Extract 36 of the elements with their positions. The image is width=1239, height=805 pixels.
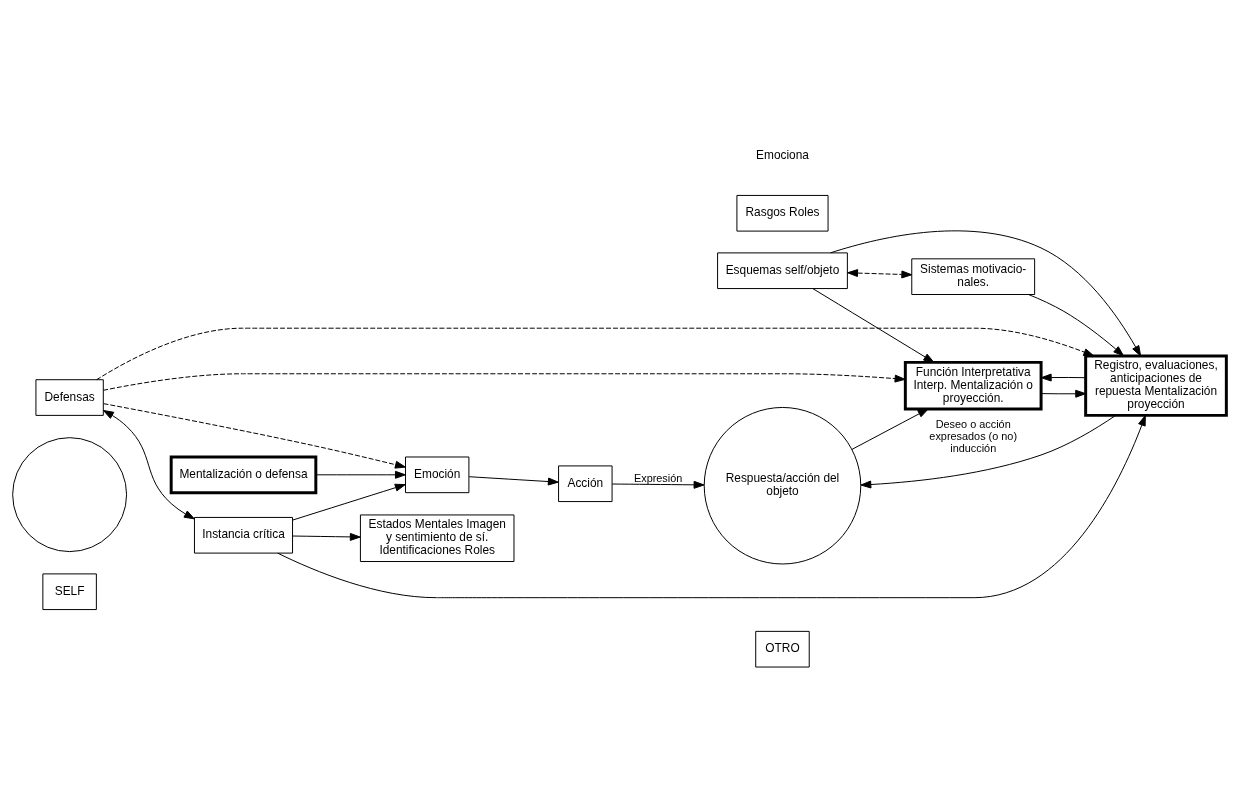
- node-box: Rasgos Roles: [736, 194, 829, 232]
- edge-label: Deseo o acción expresados (o no) inducción: [929, 418, 1018, 454]
- node-box: Emoción: [405, 456, 470, 494]
- arrow: [1040, 373, 1087, 382]
- arrow: [611, 480, 705, 489]
- node-box: Mentalización o defensa: [169, 455, 318, 495]
- label: Emociona: [756, 147, 809, 162]
- arrow: [1040, 389, 1087, 398]
- arrow: [830, 230, 1142, 357]
- arrow: [102, 373, 906, 391]
- node-box: Estados Mentales Imagen y sentimiento de sí. Identificaciones Roles: [359, 514, 515, 562]
- arrow: [851, 408, 929, 450]
- edge-label: Expresión: [633, 471, 683, 484]
- arrow: [860, 415, 1116, 489]
- arrow: [277, 415, 1146, 599]
- arrow: [292, 532, 361, 541]
- node-box: OTRO: [755, 630, 810, 668]
- node-box: SELF: [42, 573, 97, 611]
- arrow: [102, 409, 195, 520]
- node-circle: Respuesta/acción del objeto: [703, 406, 862, 565]
- arrow: [1028, 294, 1125, 357]
- arrow: [847, 269, 913, 279]
- arrow: [812, 288, 935, 363]
- arrow: [96, 327, 1095, 381]
- arrow: [315, 470, 406, 479]
- node-box: Sistemas motivacio- nales.: [911, 258, 1036, 295]
- node-box: Instancia crítica: [193, 516, 294, 554]
- arrow: [468, 476, 559, 486]
- node-circle: [12, 437, 128, 553]
- arrow: [292, 483, 406, 521]
- arrow: [103, 403, 406, 469]
- node-box: Esquemas self/objeto: [717, 252, 848, 290]
- node-box: Acción: [558, 465, 613, 503]
- node-box: Defensas: [35, 379, 104, 416]
- node-box: Función Interpretativa Interp. Mentalización o proyección.: [903, 360, 1043, 411]
- node-box: Registro, evaluaciones, anticipaciones de repuesta Mentalización proyección: [1084, 354, 1228, 417]
